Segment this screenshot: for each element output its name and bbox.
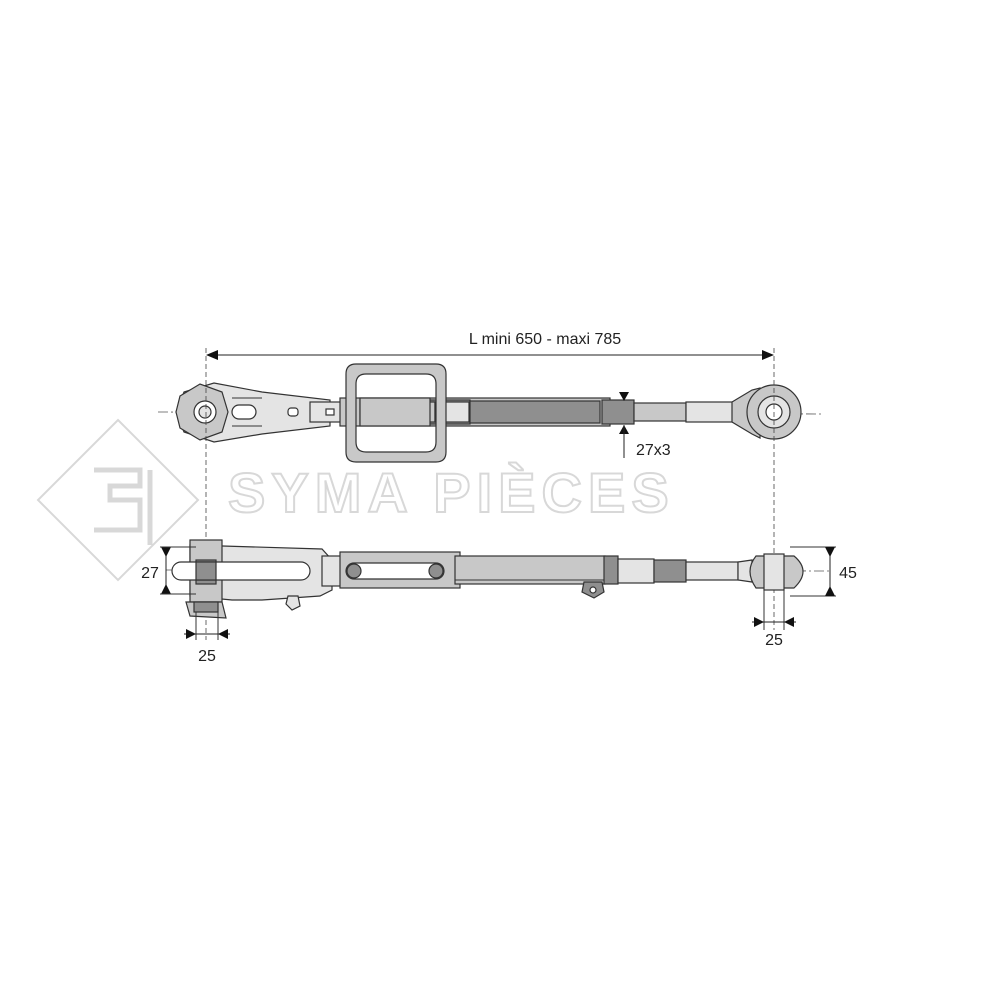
thread-dimension-label: 27x3 (636, 442, 671, 459)
right-pin-label: 25 (765, 632, 783, 649)
thread-dimension: 27x3 (619, 392, 671, 459)
length-dimension: L mini 650 - maxi 785 (205, 331, 775, 640)
side-left-clevis (171, 539, 333, 619)
watermark-brand: SYMA PIÈCES (228, 461, 675, 524)
side-view: 27 25 45 25 (141, 539, 857, 665)
length-dimension-label: L mini 650 - maxi 785 (469, 331, 621, 348)
left-ball-width-label: 27 (141, 565, 159, 582)
top-thread-section (601, 399, 635, 425)
watermark: SYMA PIÈCES (36, 418, 675, 582)
left-pin-label: 25 (198, 648, 216, 665)
left-ball-width-dimension: 27 (141, 546, 196, 595)
watermark-logo-icon (36, 418, 200, 582)
top-view: 27x3 (157, 363, 823, 463)
side-main-body (339, 551, 606, 599)
top-handle (345, 363, 447, 463)
top-left-ball-end (175, 382, 331, 443)
left-pin-dimension: 25 (184, 612, 230, 665)
right-pin-dimension: 25 (752, 590, 796, 649)
right-ball-height-dimension: 45 (790, 546, 857, 597)
side-thread-section (603, 555, 739, 585)
top-right-eye-end (731, 384, 802, 440)
side-right-eye-end (737, 553, 804, 591)
right-ball-height-label: 45 (839, 565, 857, 582)
